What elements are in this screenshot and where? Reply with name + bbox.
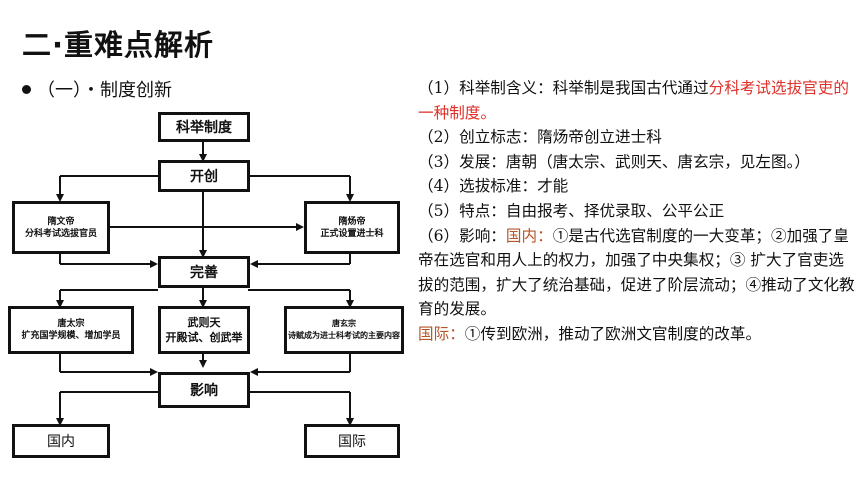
box-improve: 完善 <box>158 256 250 288</box>
para-founding: （2）创立标志：隋炀帝创立进士科 <box>418 128 662 147</box>
international-body: ①传到欧洲，推动了欧洲文官制度的改革。 <box>464 324 762 343</box>
international-label: 国际： <box>418 324 465 343</box>
explanation-text: （1）科举制含义：科举制是我国古代通过分科考试选拔官吏的一种制度。 （2）创立标… <box>418 76 858 347</box>
box-wu-zetian-desc: 开殿试、创武举 <box>165 331 243 344</box>
box-impact: 影响 <box>158 372 250 408</box>
para-impact: （6）影响：国内：①是古代选官制度的一大变革；②加强了皇帝在选官和用人上的权力，… <box>418 224 858 322</box>
para-development: （3）发展：唐朝（唐太宗、武则天、唐玄宗，见左图。） <box>418 152 810 171</box>
impact-prefix: （6）影响： <box>418 226 506 245</box>
definition-highlight: 分科考试选拔官吏的一种制度。 <box>418 79 849 122</box>
impact-domestic-label: 国内： <box>505 226 553 245</box>
keju-flow-diagram: 科举制度 开创 隋文帝 分科考试选拔官员 隋炀帝 正式设置进士科 完善 唐太宗 … <box>0 0 410 484</box>
para-features: （5）特点：自由报考、择优录取、公平公正 <box>418 201 725 220</box>
definition-prefix: （1）科举制含义：科举制是我国古代通过 <box>418 79 709 97</box>
box-sui-wendi-name: 隋文帝 <box>47 216 75 227</box>
box-sui-yangdi: 隋炀帝 正式设置进士科 <box>304 201 400 254</box>
box-tang-xuanzong-desc: 诗赋成为进士科考试的主要内容 <box>288 331 400 340</box>
box-tang-xuanzong: 唐玄宗 诗赋成为进士科考试的主要内容 <box>284 306 404 354</box>
box-international: 国际 <box>304 424 400 458</box>
diagram-connectors <box>56 141 354 426</box>
box-create: 开创 <box>158 160 250 192</box>
section-heading: （一）・制度创新 <box>22 76 172 102</box>
section-label: （一）・制度创新 <box>37 80 172 101</box>
box-tang-taizong-name: 唐太宗 <box>57 319 85 329</box>
page-title: 二·重难点解析 <box>22 28 215 62</box>
para-international: 国际：①传到欧洲，推动了欧洲文官制度的改革。 <box>418 322 858 347</box>
box-tang-taizong: 唐太宗 扩充国学规模、增加学员 <box>8 306 134 354</box>
box-sui-yangdi-name: 隋炀帝 <box>338 216 366 227</box>
box-domestic: 国内 <box>12 424 110 458</box>
para-standard: （4）选拔标准：才能 <box>418 177 569 196</box>
box-sui-wendi-desc: 分科考试选拔官员 <box>24 228 97 239</box>
impact-domestic-body: ①是古代选官制度的一大变革；②加强了皇帝在选官和用人上的权力，加强了中央集权；③… <box>418 226 855 319</box>
box-tang-taizong-desc: 扩充国学规模、增加学员 <box>21 331 121 341</box>
box-wu-zetian: 武则天 开殿试、创武举 <box>158 306 250 354</box>
box-sui-yangdi-desc: 正式设置进士科 <box>320 228 384 239</box>
box-keju-system: 科举制度 <box>158 112 250 142</box>
para-definition: （1）科举制含义：科举制是我国古代通过分科考试选拔官吏的一种制度。 <box>418 76 858 125</box>
box-wu-zetian-name: 武则天 <box>187 316 221 329</box>
bullet-icon <box>22 84 31 94</box>
box-sui-wendi: 隋文帝 分科考试选拔官员 <box>12 201 110 254</box>
box-tang-xuanzong-name: 唐玄宗 <box>332 319 356 328</box>
